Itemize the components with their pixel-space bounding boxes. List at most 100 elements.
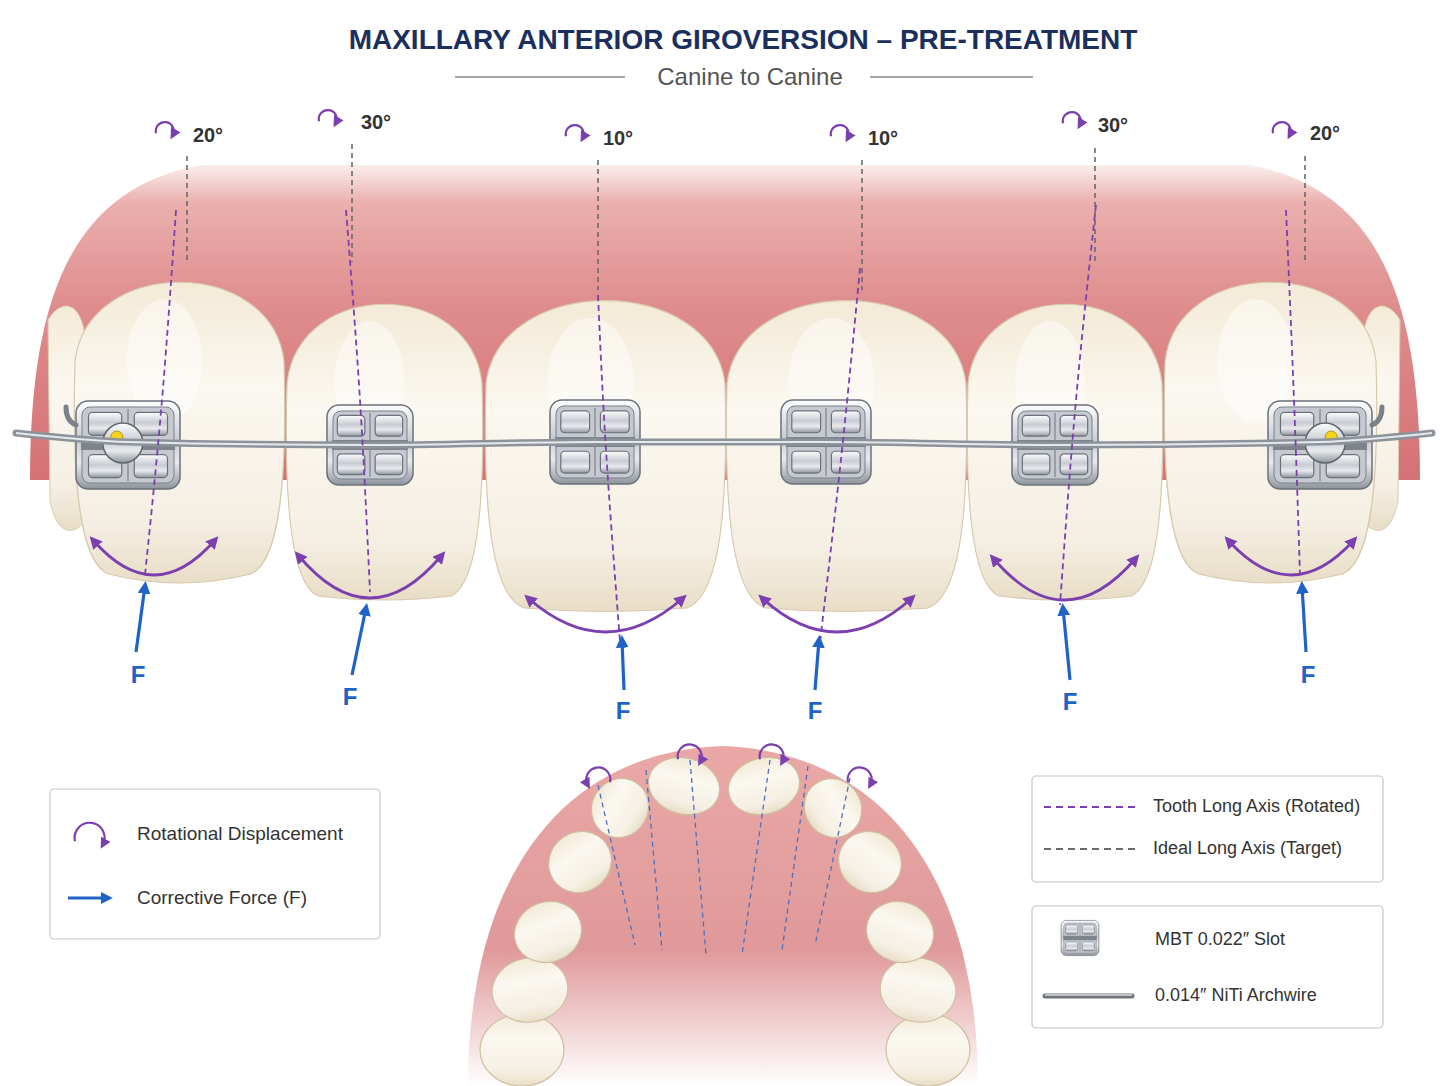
arch-illustration xyxy=(30,165,1420,612)
occlusal-axis xyxy=(815,778,850,945)
tie-wing xyxy=(1022,415,1050,436)
rotation-angle: 20° xyxy=(1310,122,1340,144)
bracket-hook xyxy=(66,407,76,425)
occlusal-tooth xyxy=(506,892,590,972)
rotation-icon xyxy=(586,767,610,785)
occlusal-view xyxy=(468,744,978,1086)
tie-wing xyxy=(1066,925,1078,934)
occlusal-axis xyxy=(646,770,662,950)
tooth-crown xyxy=(286,304,483,600)
legend-box xyxy=(1032,776,1383,882)
force-label: F xyxy=(1301,662,1316,688)
legend-force-sample xyxy=(68,897,108,900)
bracket-base xyxy=(1064,923,1097,953)
archwire-highlight xyxy=(16,433,1432,445)
tooth-crown xyxy=(726,301,966,612)
tie-wing xyxy=(1066,942,1078,951)
rotation-icon xyxy=(678,744,702,762)
legend-text: Tooth Long Axis (Rotated) xyxy=(1153,797,1360,817)
niti-archwire xyxy=(16,433,1432,445)
legend-wire-sample xyxy=(1045,994,1132,999)
occlusal-tooth xyxy=(480,1014,564,1086)
tie-wing xyxy=(1022,454,1050,475)
rotational-displacement-arc xyxy=(93,540,215,575)
ideal-long-axis xyxy=(1094,148,1096,262)
subtitle-rule xyxy=(455,76,625,77)
corrective-force-arrow xyxy=(815,640,819,690)
subtitle-rule xyxy=(870,76,1033,77)
tie-wing xyxy=(792,411,821,433)
corrective-force-arrow xyxy=(136,586,145,652)
legend-wire-highlight xyxy=(1045,994,1132,996)
ideal-long-axis xyxy=(351,144,353,262)
tie-wing xyxy=(337,454,365,475)
rotation-icon xyxy=(75,823,105,845)
tooth-crown xyxy=(74,282,284,583)
tie-wing xyxy=(375,454,403,475)
rotational-displacement-arc xyxy=(298,555,442,598)
occlusal-axis xyxy=(690,760,706,955)
rotated-long-axis xyxy=(1286,210,1300,575)
tie-wing xyxy=(792,451,821,473)
subtitle: Canine to Canine xyxy=(657,64,842,90)
tooth-crown xyxy=(1164,282,1376,583)
tie-wing xyxy=(375,415,403,436)
palate xyxy=(468,746,978,1086)
occlusal-tooth xyxy=(793,767,873,848)
rotated-long-axis xyxy=(820,268,860,642)
rotational-displacement-arc xyxy=(993,558,1136,600)
tie-wing xyxy=(600,451,629,473)
corrective-force-arrow xyxy=(622,640,624,690)
rotation-angle: 30° xyxy=(361,111,391,133)
legend-text: MBT 0.022″ Slot xyxy=(1155,930,1285,950)
bracket-hook xyxy=(1372,407,1382,425)
rotated-long-axis xyxy=(145,210,176,575)
rotation-icon xyxy=(760,744,784,762)
rotation-icon-group xyxy=(156,110,1291,138)
corrective-force-arrow xyxy=(1063,608,1070,680)
occlusal-axis xyxy=(598,785,635,945)
occlusal-tooth xyxy=(858,892,942,972)
corrective-force-arrow xyxy=(1302,586,1306,652)
rotated-long-axis xyxy=(1060,205,1096,605)
occlusal-tooth xyxy=(722,750,806,823)
axis-group xyxy=(145,144,1305,642)
rotated-long-axis xyxy=(346,210,370,592)
ideal-long-axis xyxy=(597,160,599,290)
legend-frames xyxy=(50,776,1383,1028)
occlusal-tooth xyxy=(886,1014,970,1086)
diagram-title: MAXILLARY ANTERIOR GIROVERSION – PRE-TRE… xyxy=(349,25,1138,56)
occlusal-tooth xyxy=(642,750,726,823)
occlusal-tooth xyxy=(875,952,961,1028)
corrective-force-arrow xyxy=(352,608,366,675)
ideal-long-axis xyxy=(1304,156,1306,262)
rotation-icon xyxy=(831,125,849,138)
tie-wing xyxy=(1082,925,1094,934)
force-label: F xyxy=(1063,689,1078,715)
rotation-angle: 30° xyxy=(1098,114,1128,136)
rotation-icon xyxy=(1273,122,1291,135)
legend-text: Corrective Force (F) xyxy=(137,888,307,909)
legend-rotated-axis-sample xyxy=(1044,806,1136,808)
rotation-icon xyxy=(319,110,337,123)
rotation-icon xyxy=(848,767,872,785)
rotational-displacement-arc xyxy=(762,598,912,632)
tie-wing xyxy=(337,415,365,436)
force-label: F xyxy=(616,698,631,724)
rotation-angle: 20° xyxy=(193,124,223,146)
tie-wing xyxy=(1060,454,1088,475)
occlusal-axis xyxy=(742,760,770,955)
bracket-pad xyxy=(1061,920,1099,955)
tie-wing xyxy=(831,451,860,473)
tie-wing xyxy=(561,411,590,433)
force-label: F xyxy=(343,684,358,710)
occlusal-tooth xyxy=(487,952,573,1028)
rotation-angle: 10° xyxy=(868,127,898,149)
legend-text: Ideal Long Axis (Target) xyxy=(1153,839,1342,859)
rotation-icon xyxy=(1063,112,1081,125)
legend-text: 0.014″ NiTi Archwire xyxy=(1155,986,1317,1006)
legend-box xyxy=(1032,906,1383,1028)
occlusal-axis xyxy=(782,766,808,950)
